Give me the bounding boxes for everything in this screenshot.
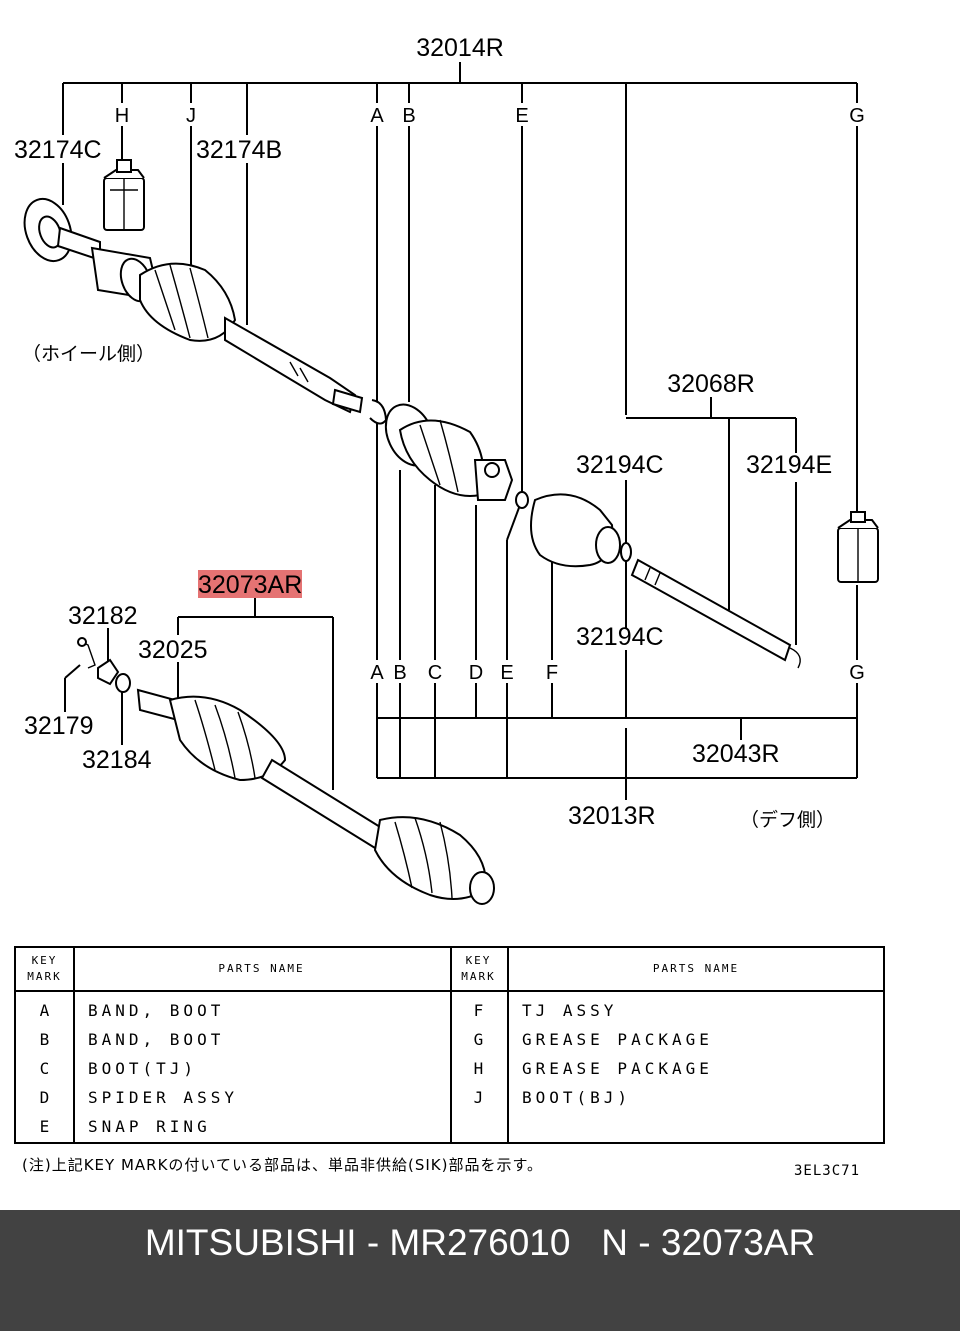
spider-kit-bracket — [626, 397, 797, 645]
label-wheel-side: （ホイール側） — [22, 343, 155, 365]
key-mark-bottom: D — [469, 662, 483, 684]
key-marks-bottom: A B C D E F G — [370, 662, 864, 684]
row-part-name: SNAP RING — [88, 1117, 211, 1136]
lower-shaft-assembly — [77, 637, 495, 905]
row-mark: D — [39, 1088, 50, 1107]
part-number-text: MITSUBISHI - MR276010 N - 32073AR — [144, 1221, 816, 1263]
label-32073AR: 32073AR — [198, 571, 302, 599]
key-mark-top: J — [186, 105, 196, 127]
row-part-name: SPIDER ASSY — [88, 1088, 238, 1107]
label-32174C: 32174C — [14, 136, 102, 164]
key-mark-bottom: E — [500, 662, 513, 684]
key-marks-top: H J A B E G — [115, 105, 865, 127]
label-32068R: 32068R — [667, 370, 755, 398]
label-32194C-bottom: 32194C — [576, 623, 664, 651]
row-mark: E — [39, 1117, 50, 1136]
row-mark: H — [473, 1059, 484, 1078]
row-part-name: BOOT(TJ) — [88, 1059, 198, 1078]
driveshaft-exploded-diagram: 32014R 32174C 32174B （ホイール側） 32068R 3219… — [14, 34, 879, 905]
row-mark: F — [473, 1001, 484, 1020]
key-mark-top: H — [115, 105, 129, 127]
bottom-bracket-lines — [376, 470, 858, 800]
row-part-name: GREASE PACKAGE — [522, 1030, 713, 1049]
header-parts-name-left: PARTS NAME — [218, 962, 305, 975]
row-part-name: BAND, BOOT — [88, 1030, 225, 1049]
shaft-assembly-bracket — [64, 598, 334, 790]
header-key-mark-left: KEY MARK — [27, 954, 62, 983]
upper-shaft-parts — [23, 159, 388, 425]
tj-side-parts — [384, 403, 879, 669]
parts-legend-table: KEY MARK PARTS NAME KEY MARK PARTS NAME … — [14, 946, 885, 1144]
row-part-name: TJ ASSY — [522, 1001, 618, 1020]
key-mark-top: E — [515, 105, 528, 127]
label-32179: 32179 — [24, 712, 94, 740]
label-32182: 32182 — [68, 602, 138, 630]
key-mark-bottom: F — [546, 662, 558, 684]
label-32014R: 32014R — [416, 34, 504, 62]
top-bracket-lines — [62, 62, 858, 660]
diagram-code: 3EL3C71 — [794, 1163, 861, 1179]
row-mark: C — [39, 1059, 50, 1078]
key-mark-bottom: G — [849, 662, 865, 684]
key-mark-bottom: C — [428, 662, 442, 684]
row-mark: A — [39, 1001, 50, 1020]
label-32194E: 32194E — [746, 451, 832, 479]
label-diff-side: （デフ側） — [740, 809, 835, 831]
label-32025: 32025 — [138, 636, 208, 664]
row-mark: G — [473, 1030, 484, 1049]
row-part-name: GREASE PACKAGE — [522, 1059, 713, 1078]
label-32013R: 32013R — [568, 802, 656, 830]
row-mark: B — [39, 1030, 50, 1049]
label-32194C-top: 32194C — [576, 451, 664, 479]
footnote: (注)上記KEY MARKの付いている部品は、単品非供給(SIK)部品を示す。 — [22, 1156, 543, 1174]
key-mark-bottom: B — [393, 662, 406, 684]
key-mark-top: A — [370, 105, 384, 127]
key-mark-bottom: A — [370, 662, 384, 684]
header-parts-name-right: PARTS NAME — [652, 962, 740, 975]
highlight-box — [198, 570, 302, 598]
part-number-banner: MITSUBISHI - MR276010 N - 32073AR — [0, 1210, 960, 1331]
row-mark: J — [473, 1088, 484, 1107]
row-part-name: BAND, BOOT — [88, 1001, 225, 1020]
header-key-mark-right: KEY MARK — [461, 954, 496, 983]
row-part-name: BOOT(BJ) — [522, 1088, 632, 1107]
label-32073A: 32073A — [198, 571, 285, 599]
part-labels: 32014R 32174C 32174B （ホイール側） 32068R 3219… — [14, 34, 835, 831]
label-32073AR-suffix: R — [284, 571, 302, 599]
label-32184: 32184 — [82, 746, 152, 774]
key-mark-top: G — [849, 105, 865, 127]
label-32043R: 32043R — [692, 740, 780, 768]
label-32174B: 32174B — [196, 136, 282, 164]
key-mark-top: B — [402, 105, 415, 127]
